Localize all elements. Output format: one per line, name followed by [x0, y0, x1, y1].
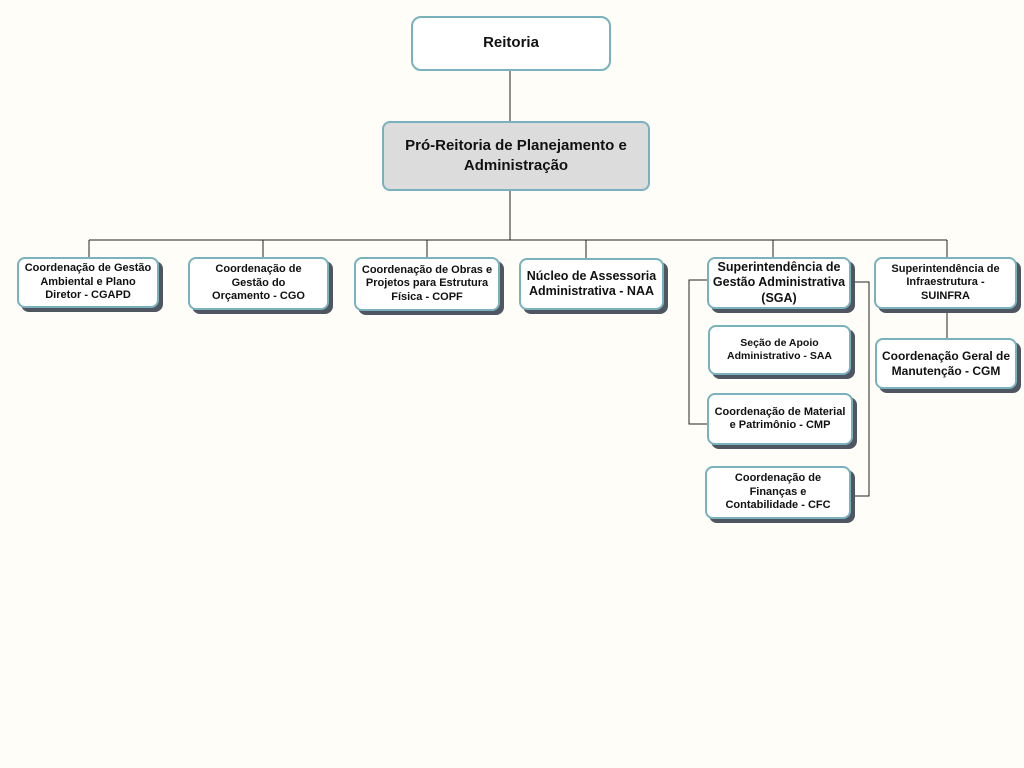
- node-reitoria: Reitoria: [411, 16, 611, 71]
- node-suinfra: Superintendência de Infraestrutura - SUI…: [874, 257, 1017, 309]
- node-sga: Superintendência de Gestão Administrativ…: [707, 257, 851, 309]
- node-cfc: Coordenação de Finanças e Contabilidade …: [705, 466, 851, 519]
- connector-sga-cmp: [688, 279, 707, 425]
- node-naa: Núcleo de Assessoria Administrativa - NA…: [519, 258, 664, 310]
- node-cmp: Coordenação de Material e Patrimônio - C…: [707, 393, 853, 445]
- node-cgapd: Coordenação de Gestão Ambiental e Plano …: [17, 257, 159, 308]
- node-saa: Seção de Apoio Administrativo - SAA: [708, 325, 851, 375]
- node-copf: Coordenação de Obras e Projetos para Est…: [354, 257, 500, 311]
- node-cgo: Coordenação de Gestão do Orçamento - CGO: [188, 257, 329, 310]
- node-cgm: Coordenação Geral de Manutenção - CGM: [875, 338, 1017, 389]
- node-pro-reitoria: Pró-Reitoria de Planejamento e Administr…: [382, 121, 650, 191]
- connector-sga-cfc: [851, 281, 870, 497]
